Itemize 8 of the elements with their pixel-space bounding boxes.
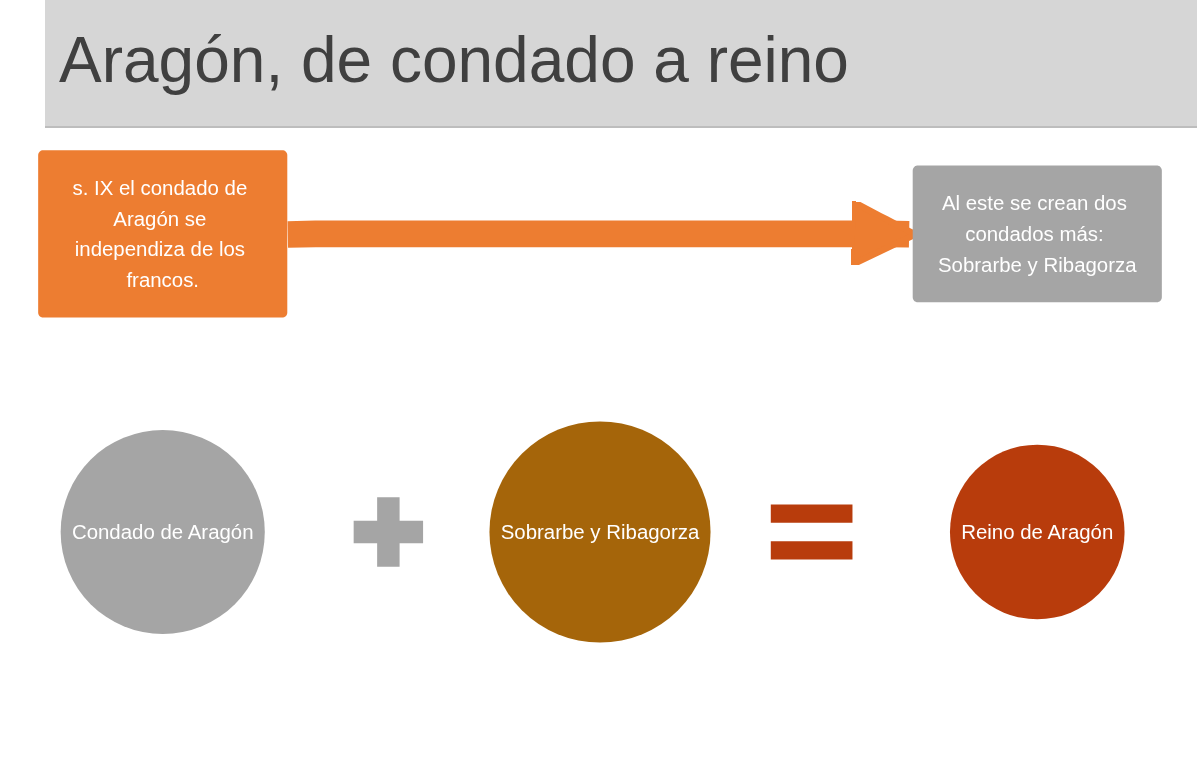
- node-circle: Reino de Aragón: [949, 444, 1125, 620]
- node-plus: [353, 497, 424, 567]
- node-equals: [770, 504, 853, 560]
- node-circle: Condado de Aragón: [60, 429, 265, 635]
- node-circle: Sobrarbe y Ribagorza: [489, 421, 711, 643]
- node-box: s. IX el condado de Aragón se independiza de los francos.: [38, 150, 288, 318]
- slide-title: Aragón, de condado a reino: [59, 23, 849, 98]
- node-box: Al este se crean dos condados más: Sobrarbe y Ribagorza: [912, 165, 1162, 303]
